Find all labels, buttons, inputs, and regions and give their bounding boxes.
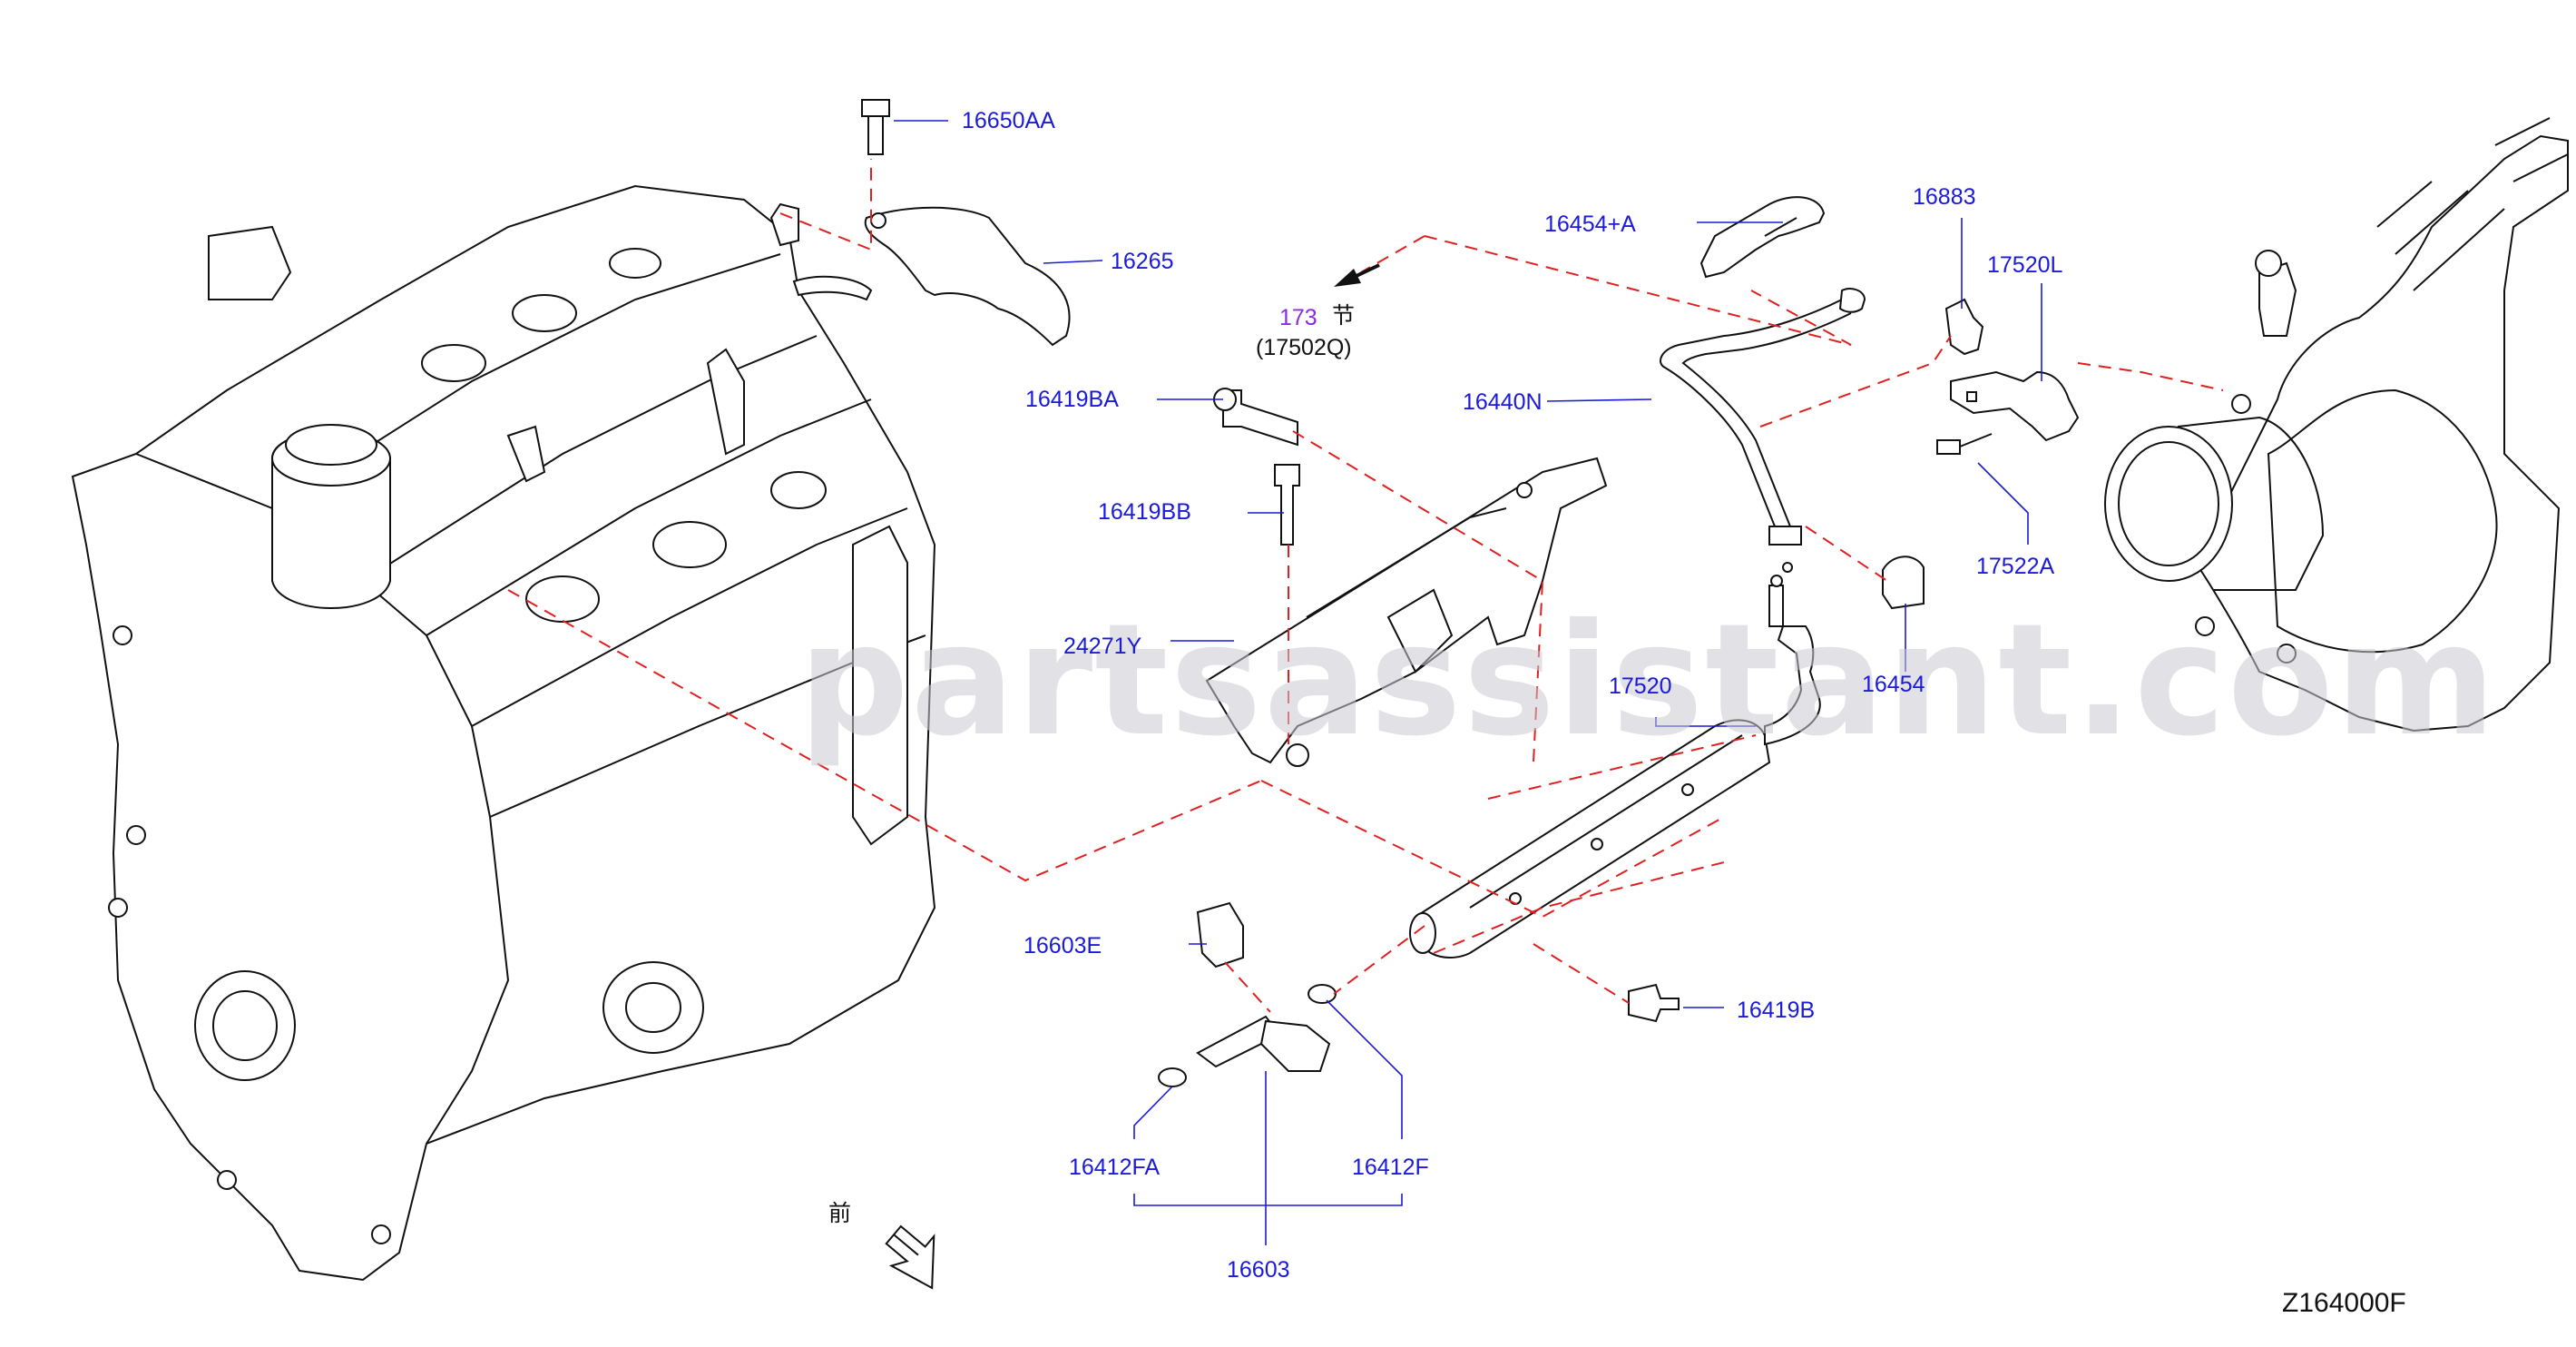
watermark: partsassistant.com xyxy=(798,591,2498,771)
part-label-16419bb[interactable]: 16419BB xyxy=(1098,499,1191,525)
assembly-guide-lines xyxy=(507,159,2224,1013)
part-label-16419ba[interactable]: 16419BA xyxy=(1025,387,1119,412)
fuel-injector xyxy=(1158,901,1680,1087)
section-ref-arrow xyxy=(1334,263,1380,287)
diagram-id: Z164000F xyxy=(2282,1288,2406,1318)
part-label-16412f[interactable]: 16412F xyxy=(1352,1155,1429,1180)
part-label-16454[interactable]: 16454 xyxy=(1862,672,1925,697)
part-label-16603[interactable]: 16603 xyxy=(1227,1257,1290,1283)
part-label-16412fa[interactable]: 16412FA xyxy=(1069,1155,1161,1180)
part-label-16883[interactable]: 16883 xyxy=(1913,184,1976,210)
leader-lines xyxy=(894,120,2042,1245)
section-ref-173[interactable]: 173 xyxy=(1279,305,1317,330)
part-label-17520l[interactable]: 17520L xyxy=(1987,252,2063,278)
engine-block xyxy=(71,184,936,1282)
fuel-rail xyxy=(1409,575,1821,959)
fuel-hose xyxy=(1660,288,1866,573)
part-label-16454a[interactable]: 16454+A xyxy=(1544,211,1636,237)
section-ref-17502q[interactable]: (17502Q) xyxy=(1256,335,1352,360)
intake-manifold xyxy=(2104,117,2569,732)
front-direction-arrow xyxy=(885,1224,935,1290)
clip-16454-a xyxy=(1699,196,1826,279)
front-marker-label: 前 xyxy=(828,1201,852,1226)
part-label-16440n[interactable]: 16440N xyxy=(1463,389,1543,415)
heat-shield-bracket xyxy=(861,99,1071,347)
part-label-16603e[interactable]: 16603E xyxy=(1024,933,1102,959)
fuel-rail-protector xyxy=(1205,388,1608,767)
bracket-17520l xyxy=(1936,298,2080,455)
part-label-17520[interactable]: 17520 xyxy=(1609,674,1672,699)
part-label-24271y[interactable]: 24271Y xyxy=(1063,634,1142,659)
section-ref-glyph: 节 xyxy=(1332,303,1356,329)
part-label-17522a[interactable]: 17522A xyxy=(1976,554,2055,579)
part-label-16650aa[interactable]: 16650AA xyxy=(962,108,1055,133)
clip-16454 xyxy=(1882,556,1925,610)
part-label-16419b[interactable]: 16419B xyxy=(1737,998,1816,1023)
part-label-16265[interactable]: 16265 xyxy=(1111,249,1174,274)
